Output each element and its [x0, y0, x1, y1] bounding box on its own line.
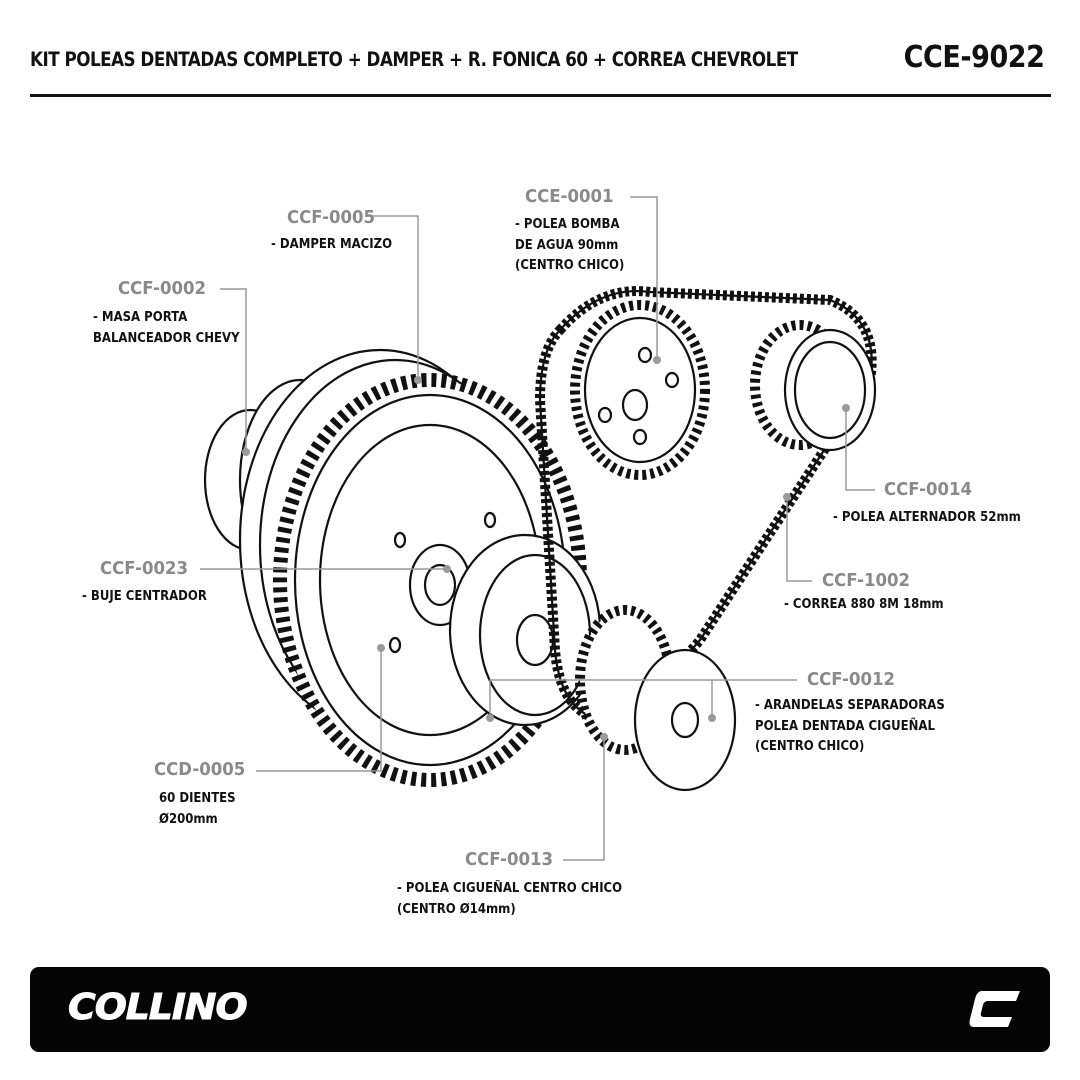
leader-lines — [200, 196, 875, 861]
page-title: KIT POLEAS DENTADAS COMPLETO + DAMPER + … — [30, 48, 798, 71]
desc-line: - POLEA ALTERNADOR 52mm — [833, 510, 1021, 525]
desc-line: - MASA PORTA — [93, 310, 188, 325]
part-desc: - MASA PORTA BALANCEADOR CHEVY — [93, 308, 240, 349]
part-desc: - BUJE CENTRADOR — [82, 587, 207, 608]
desc-line: - DAMPER MACIZO — [271, 237, 393, 252]
desc-line: (CENTRO Ø14mm) — [397, 901, 516, 917]
desc-line: (CENTRO CHICO) — [755, 739, 865, 754]
part-desc: 60 DIENTES Ø200mm — [159, 789, 236, 830]
desc-line: - POLEA CIGUEÑAL CENTRO CHICO — [397, 881, 623, 896]
desc-line: DE AGUA 90mm — [515, 237, 619, 253]
desc-line: Ø200mm — [159, 811, 218, 827]
part-desc: - POLEA BOMBA DE AGUA 90mm (CENTRO CHICO) — [515, 215, 624, 277]
desc-line: - CORREA 880 8M 18mm — [784, 597, 944, 612]
part-desc: - POLEA ALTERNADOR 52mm — [833, 508, 1021, 529]
desc-line: - ARANDELAS SEPARADORAS — [755, 698, 945, 713]
desc-line: (CENTRO CHICO) — [515, 258, 625, 273]
part-code: CCF-0005 — [287, 207, 376, 228]
part-desc: - POLEA CIGUEÑAL CENTRO CHICO (CENTRO Ø14… — [397, 879, 622, 920]
brand-c-icon — [969, 991, 1020, 1027]
footer-bar: COLLINO — [30, 967, 1050, 1052]
part-code: CCF-1002 — [822, 570, 911, 591]
header-divider — [30, 94, 1051, 97]
part-code: CCE-0001 — [525, 186, 614, 207]
desc-line: - POLEA BOMBA — [515, 217, 620, 232]
part-code: CCF-0023 — [100, 558, 189, 579]
product-code: CCE-9022 — [903, 40, 1044, 75]
part-code: CCF-0012 — [807, 669, 896, 690]
water-pump-pulley-drawing — [570, 300, 710, 480]
desc-line: BALANCEADOR CHEVY — [93, 330, 240, 346]
desc-line: 60 DIENTES — [159, 791, 236, 806]
part-code: CCF-0002 — [118, 278, 207, 299]
brand-logo: COLLINO — [67, 987, 248, 1029]
desc-line: POLEA DENTADA CIGUEÑAL — [755, 718, 935, 734]
spacer-drawing — [448, 533, 602, 727]
part-code: CCF-0014 — [884, 479, 973, 500]
part-desc: - ARANDELAS SEPARADORAS POLEA DENTADA CIG… — [755, 696, 945, 758]
part-code: CCD-0005 — [154, 759, 246, 780]
alternator-pulley-drawing — [750, 320, 877, 452]
part-code: CCF-0013 — [465, 849, 554, 870]
tone-wheel-drawing — [273, 373, 587, 787]
part-desc: - DAMPER MACIZO — [271, 235, 392, 256]
leader-dots — [242, 356, 850, 741]
desc-line: - BUJE CENTRADOR — [82, 589, 207, 604]
part-desc: - CORREA 880 8M 18mm — [784, 595, 944, 616]
